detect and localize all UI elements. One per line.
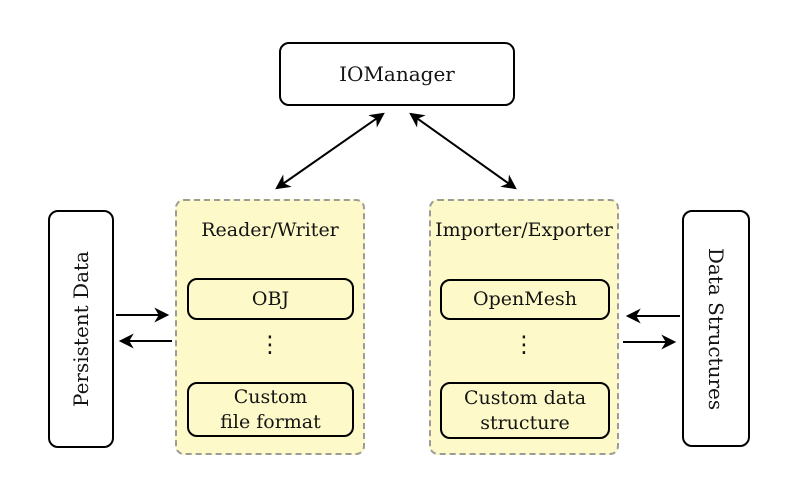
node-openmesh-label: OpenMesh [473,288,577,311]
node-custom-data-structure-line2: structure [480,411,570,434]
group-reader-writer: Reader/Writer OBJ ⋮ Custom file format [175,199,365,455]
node-iomanager-label: IOManager [339,62,455,86]
node-openmesh: OpenMesh [440,279,610,320]
node-obj: OBJ [187,278,354,320]
edge-iomanager-importerexporter [409,112,517,190]
edge-iomanager-readerwriter [275,112,385,190]
node-iomanager: IOManager [279,42,515,106]
node-custom-file-format-line1: Custom [233,385,308,408]
group-importer-exporter-title: Importer/Exporter [435,219,613,241]
group-importer-exporter: Importer/Exporter OpenMesh ⋮ Custom data… [429,199,619,455]
vertical-dots-left: ⋮ [258,332,282,358]
node-data-structures: Data Structures [682,210,750,447]
vertical-dots-right: ⋮ [512,332,536,358]
node-custom-file-format-line2: file format [220,410,321,433]
node-custom-file-format: Custom file format [187,382,354,437]
node-obj-label: OBJ [251,287,290,310]
node-custom-data-structure: Custom data structure [440,382,610,439]
group-reader-writer-title: Reader/Writer [201,219,339,241]
node-custom-data-structure-line1: Custom data [463,386,587,409]
node-data-structures-label: Data Structures [704,247,728,410]
node-persistent-data: Persistent Data [48,210,114,448]
node-persistent-data-label: Persistent Data [69,251,94,407]
